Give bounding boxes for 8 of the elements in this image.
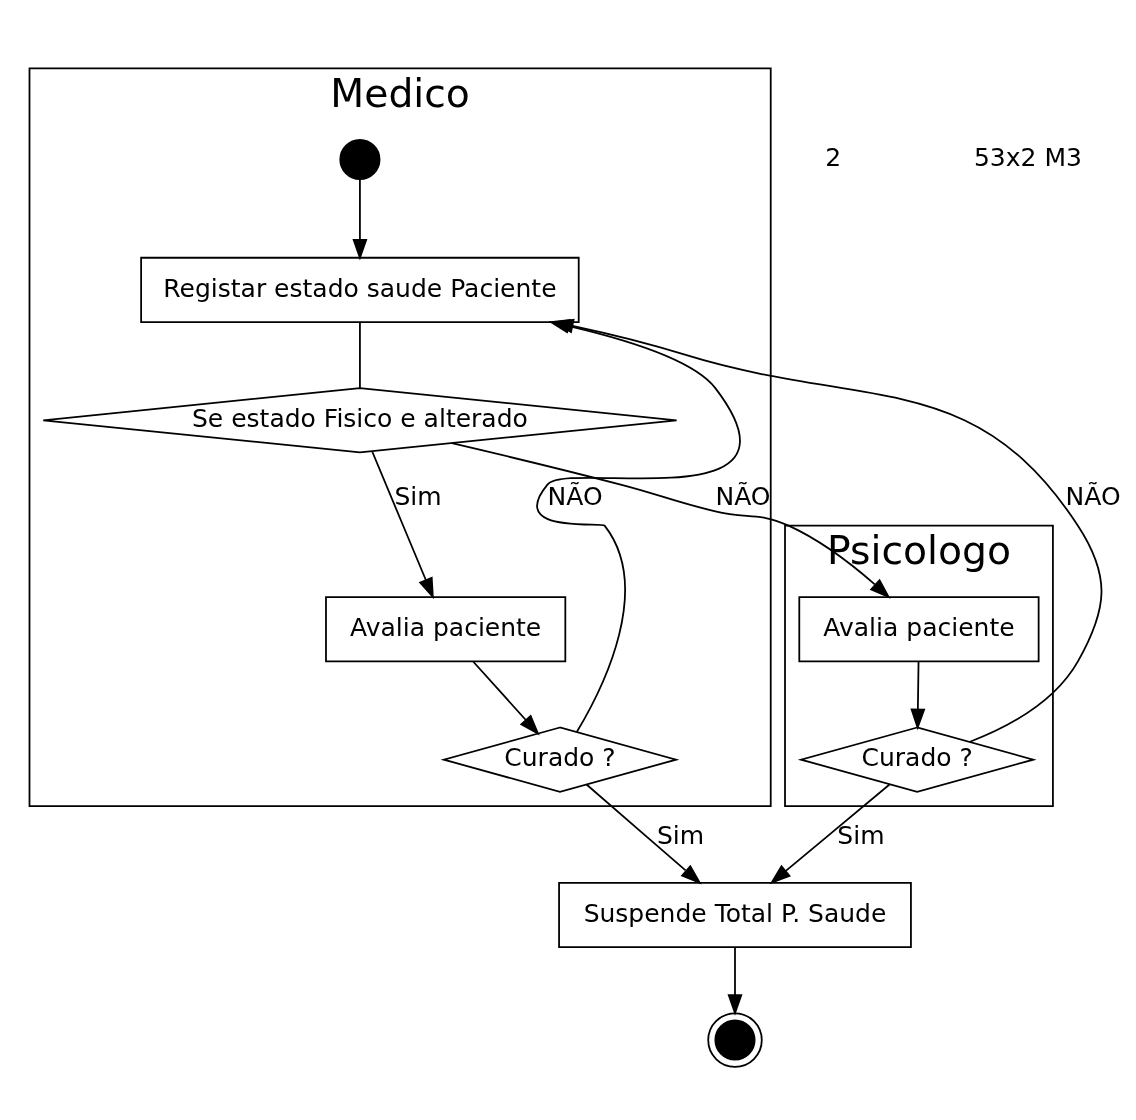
edge-label: Sim	[656, 820, 705, 850]
edge-label: NÃO	[1065, 481, 1121, 511]
label: 2	[825, 142, 842, 172]
edge-label: NÃO	[547, 481, 603, 511]
label: 53x2 M3	[973, 142, 1082, 172]
edge-label: NÃO	[715, 481, 771, 511]
edge-label: Sim	[837, 820, 885, 850]
edge-label: Sim	[394, 481, 442, 511]
